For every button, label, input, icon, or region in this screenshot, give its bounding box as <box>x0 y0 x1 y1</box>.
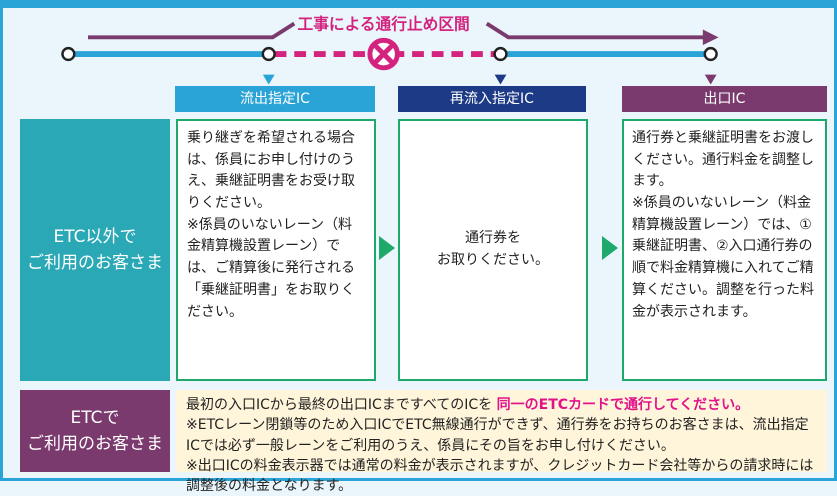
ic-node-deguchi <box>703 46 718 62</box>
etc-text-3: ※出口ICの料金表示器では通常の料金が表示されますが、クレジットカード会社等から… <box>186 457 814 495</box>
row-label-etc-outside: ETC以外で ご利用のお客さま <box>20 119 170 381</box>
sairyunyu-line1: 通行券を <box>465 230 521 247</box>
pointer-deguchi <box>704 74 717 85</box>
etc-text-2: ※ETCレーン閉鎖等のため入口ICでETC無線通行ができず、通行券をお持ちのお客… <box>186 417 809 454</box>
flow-arrow-2 <box>602 236 618 260</box>
pointer-sairyunyu <box>494 74 507 85</box>
pointer-ryushutsu <box>262 74 275 85</box>
etc-label-line1: ETCで <box>70 407 120 428</box>
cell-sairyunyu-instructions: 通行券を お取りください。 <box>398 119 588 381</box>
flow-arrow-1 <box>379 236 395 260</box>
arrow-left <box>88 21 296 40</box>
top-band <box>0 0 837 8</box>
etc-text-1: 最初の入口ICから最終の出口ICまですべてのICを 同一のETCカードで通行して… <box>186 395 817 415</box>
deguchi-note: ※係員のいないレーン（料金精算機設置レーン）では、①乗継証明書、②入口通行券の順… <box>632 195 814 320</box>
column-header-sairyunyu: 再流入指定IC <box>398 86 586 112</box>
row-label-etc: ETCで ご利用のお客さま <box>20 390 170 472</box>
column-header-ryushutsu: 流出指定IC <box>175 86 375 112</box>
cell-etc-instructions: 最初の入口ICから最終の出口ICまですべてのICを 同一のETCカードで通行して… <box>176 390 827 494</box>
row-label-line1: ETC以外で <box>53 226 137 247</box>
road-diagram: 工事による通行止め区間 <box>61 11 719 85</box>
etc-text-1-pre: 最初の入口ICから最終の出口ICまですべてのICを <box>186 397 493 413</box>
row-label-line2: ご利用のお客さま <box>27 253 163 273</box>
ryushutsu-note: ※係員のいないレーン（料金精算機設置レーン）では、ご精算後に発行される「乗継証明… <box>187 216 355 320</box>
etc-label-line2: ご利用のお客さま <box>27 434 163 454</box>
ic-node-entry <box>61 46 76 62</box>
closure-label: 工事による通行止め区間 <box>298 14 470 33</box>
cell-ryushutsu-instructions: 乗り継ぎを希望される場合は、係員にお申し付けのうえ、乗継証明書をお受け取りくださ… <box>176 119 376 381</box>
sairyunyu-line2: お取りください。 <box>437 252 549 268</box>
etc-text-1-highlight: 同一のETCカードで通行してください。 <box>496 397 750 413</box>
ic-node-sairyunyu <box>493 46 508 62</box>
deguchi-text: 通行券と乗継証明書をお渡しください。通行料金を調整します。 <box>632 130 814 190</box>
cell-deguchi-instructions: 通行券と乗継証明書をお渡しください。通行料金を調整します。 ※係員のいないレーン… <box>622 119 827 381</box>
ic-node-ryushutsu <box>261 46 276 62</box>
ryushutsu-text: 乗り継ぎを希望される場合は、係員にお申し付けのうえ、乗継証明書をお受け取りくださ… <box>187 130 355 212</box>
arrow-right-head <box>702 29 719 46</box>
column-header-deguchi: 出口IC <box>622 86 827 112</box>
arrow-right <box>485 21 713 40</box>
